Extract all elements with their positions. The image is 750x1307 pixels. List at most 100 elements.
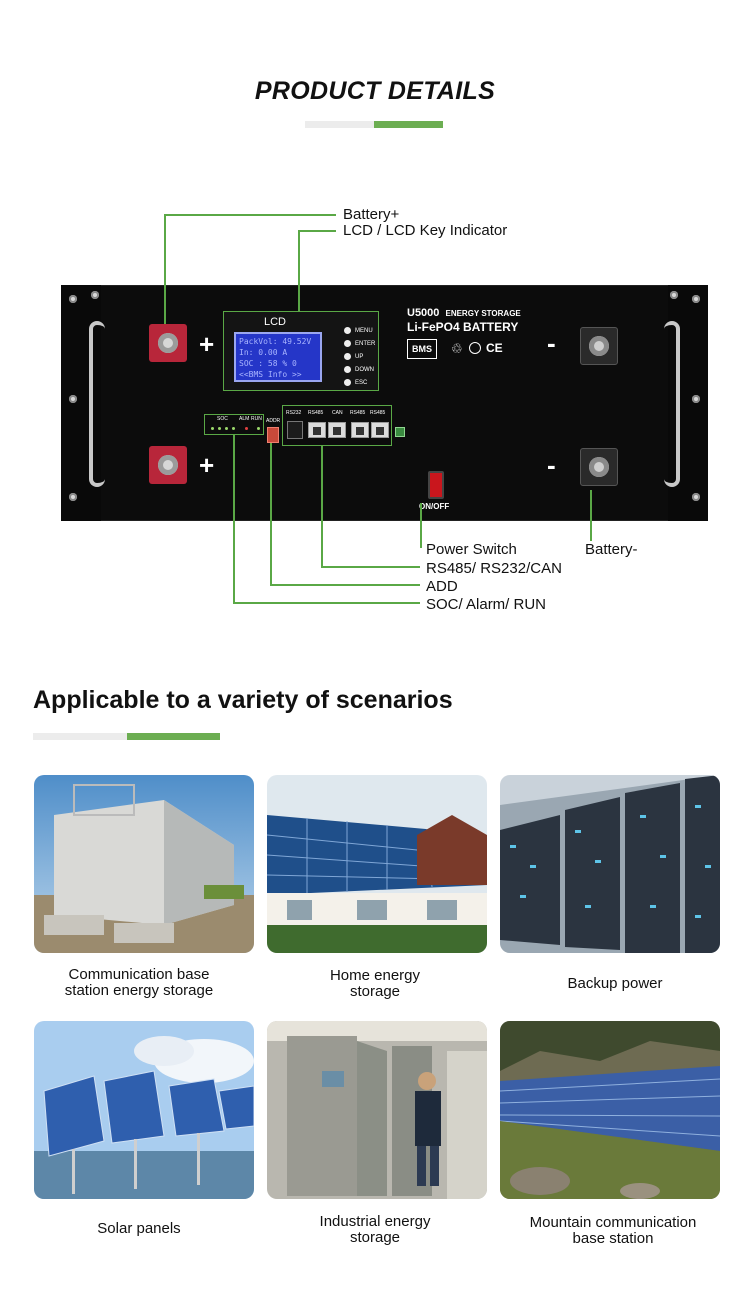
callout-line	[298, 230, 336, 232]
plus-symbol: +	[199, 329, 215, 359]
caption-line: Home energy	[329, 967, 421, 984]
callout-soc-alarm-run: SOC/ Alarm/ RUN	[426, 596, 547, 613]
scenario-caption-home-energy: Home energy storage	[265, 968, 485, 1000]
callout-line	[298, 230, 300, 311]
right-handle[interactable]	[664, 321, 680, 487]
minus-symbol: -	[547, 328, 556, 358]
led-row	[211, 427, 260, 430]
port-label: RS485	[308, 410, 324, 416]
scenario-image-solar-panels[interactable]	[34, 1021, 254, 1199]
callout-line	[590, 490, 592, 541]
battery-plus-terminal-bottom	[149, 446, 187, 484]
rs485-port[interactable]	[308, 422, 326, 438]
callout-battery-minus: Battery-	[585, 541, 638, 558]
soc-led	[218, 427, 221, 430]
addr-dip-switch[interactable]	[267, 427, 279, 443]
lcd-key-down[interactable]: DOWN	[344, 366, 374, 373]
addr-label: ADDR	[266, 418, 281, 424]
caption-line: Communication base	[68, 966, 210, 983]
battery-minus-terminal-top	[580, 327, 618, 365]
rs232-port[interactable]	[287, 421, 303, 439]
terminal-nut	[589, 457, 609, 477]
soc-led	[225, 427, 228, 430]
section-title-product-details: PRODUCT DETAILS	[254, 77, 496, 105]
rs485-port[interactable]	[351, 422, 369, 438]
caption-line: storage	[349, 983, 401, 1000]
screw	[69, 295, 77, 303]
scenario-caption-backup-power: Backup power	[505, 976, 725, 992]
key-label: MENU	[355, 328, 373, 335]
screw	[692, 295, 700, 303]
scenario-caption-comm-base: Communication base station energy storag…	[29, 967, 249, 999]
dry-contact-terminal[interactable]	[395, 427, 405, 437]
callout-power-switch: Power Switch	[426, 541, 517, 558]
caption-line: Backup power	[567, 975, 663, 992]
model-name: U5000 ENERGY STORAGE	[407, 307, 521, 319]
lcd-key-menu[interactable]: MENU	[344, 327, 373, 334]
title-underline-green	[127, 733, 220, 740]
caption-line: base station	[572, 1230, 654, 1247]
lcd-line: PackVol: 49.52V	[239, 337, 312, 346]
screw	[69, 493, 77, 501]
alarm-led	[245, 427, 248, 430]
recycle-icon: ♲	[451, 341, 463, 356]
callout-line	[420, 503, 422, 548]
callout-line	[164, 214, 166, 324]
key-dot	[344, 379, 351, 386]
lcd-key-enter[interactable]: ENTER	[344, 340, 375, 347]
caption-line: Mountain communication	[529, 1214, 697, 1231]
terminal-nut	[158, 455, 178, 475]
lcd-line: SOC : 58 % 0	[239, 359, 297, 368]
key-dot	[344, 327, 351, 334]
model-number: U5000	[407, 307, 440, 319]
caption-line: Solar panels	[97, 1220, 181, 1237]
solar-panels-illustration	[34, 1021, 254, 1199]
callout-line	[270, 443, 272, 585]
soc-led	[211, 427, 214, 430]
lcd-label: LCD	[264, 316, 287, 328]
screw	[670, 291, 678, 299]
no-disposal-icon	[469, 342, 481, 354]
terminal-nut	[589, 336, 609, 356]
alm-label: ALM	[239, 416, 250, 422]
callout-line	[233, 435, 235, 603]
plus-symbol: +	[199, 450, 215, 480]
soc-indicator-box: SOC ALM RUN	[204, 414, 264, 435]
battery-type: Li-FePO4 BATTERY	[407, 320, 519, 334]
lcd-key-esc[interactable]: ESC	[344, 379, 367, 386]
ce-mark-icon: CE	[486, 341, 503, 355]
scenario-image-industrial[interactable]	[267, 1021, 487, 1199]
section-title-scenarios: Applicable to a variety of scenarios	[33, 686, 453, 714]
battery-plus-terminal-top	[149, 324, 187, 362]
power-switch[interactable]	[428, 471, 444, 499]
rs485-port[interactable]	[371, 422, 389, 438]
scenario-image-home-energy[interactable]	[267, 775, 487, 953]
home-energy-illustration	[267, 775, 487, 953]
title-underline-gray	[33, 733, 127, 740]
scenario-image-backup-power[interactable]	[500, 775, 720, 953]
scenario-caption-solar-panels: Solar panels	[29, 1221, 249, 1237]
comm-base-illustration	[34, 775, 254, 953]
callout-add: ADD	[426, 578, 458, 595]
soc-led	[232, 427, 235, 430]
callout-line	[270, 584, 420, 586]
bms-badge: BMS	[407, 339, 437, 359]
scenario-image-mountain-base[interactable]	[500, 1021, 720, 1199]
title-underline-green	[374, 121, 443, 128]
callout-line	[321, 566, 420, 568]
key-label: ESC	[355, 380, 368, 387]
port-label: RS485	[370, 410, 386, 416]
terminal-nut	[158, 333, 178, 353]
port-label: CAN	[332, 410, 343, 416]
port-label: RS485	[350, 410, 366, 416]
callout-line	[321, 446, 323, 567]
lcd-line: In: 0.00 A	[239, 348, 288, 357]
lcd-key-up[interactable]: UP	[344, 353, 363, 360]
can-port[interactable]	[328, 422, 346, 438]
screw	[692, 493, 700, 501]
left-handle[interactable]	[89, 321, 105, 487]
scenario-image-comm-base[interactable]	[34, 775, 254, 953]
mountain-base-illustration	[500, 1021, 720, 1199]
title-underline-gray	[305, 121, 375, 128]
key-label: DOWN	[355, 367, 374, 374]
